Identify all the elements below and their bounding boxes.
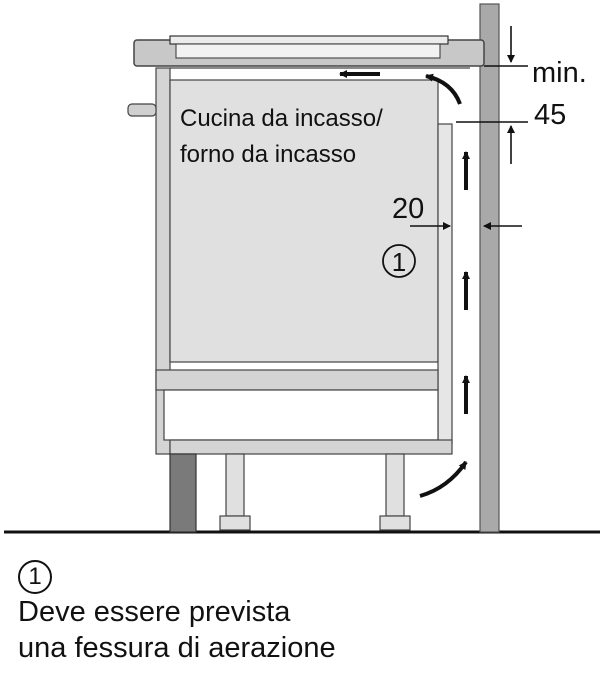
airflow-arrow-curve-bottom bbox=[419, 460, 468, 498]
foot-right-base bbox=[379, 515, 411, 531]
airflow-arrows bbox=[339, 70, 470, 498]
drawer-body bbox=[163, 389, 439, 441]
appliance-body bbox=[169, 79, 439, 363]
cabinet-back-panel bbox=[437, 123, 453, 445]
airflow-arrow-curve-top bbox=[425, 73, 462, 105]
marker-number: 1 bbox=[392, 247, 406, 277]
gap-top-label-value: 45 bbox=[534, 99, 566, 131]
cooktop bbox=[169, 35, 449, 45]
installation-diagram: min. 45 20 1 Cucina da incasso/ forno da… bbox=[4, 3, 600, 534]
foot-left bbox=[225, 453, 245, 517]
foot-right bbox=[385, 453, 405, 517]
gap-top-label-min: min. bbox=[532, 57, 587, 89]
appliance-label-line1: Cucina da incasso/ bbox=[180, 105, 383, 132]
control-knob bbox=[127, 103, 157, 117]
legend-line-1: Deve essere prevista bbox=[18, 596, 291, 628]
appliance-label-line2: forno da incasso bbox=[180, 141, 356, 168]
foot-left-base bbox=[219, 515, 251, 531]
legend-marker-row: 1 bbox=[18, 560, 588, 594]
base-board bbox=[169, 439, 453, 455]
wall bbox=[479, 3, 500, 533]
drawer-front bbox=[155, 369, 439, 391]
cooktop-body bbox=[175, 43, 441, 59]
plinth bbox=[169, 453, 197, 533]
dimension-top-gap bbox=[456, 26, 528, 164]
legend-marker: 1 bbox=[18, 560, 52, 594]
marker-circle bbox=[382, 244, 416, 278]
gap-side-label: 20 bbox=[392, 193, 424, 225]
legend-line-2: una fessura di aerazione bbox=[18, 632, 336, 664]
legend: 1 Deve essere prevista una fessura di ae… bbox=[18, 560, 588, 666]
